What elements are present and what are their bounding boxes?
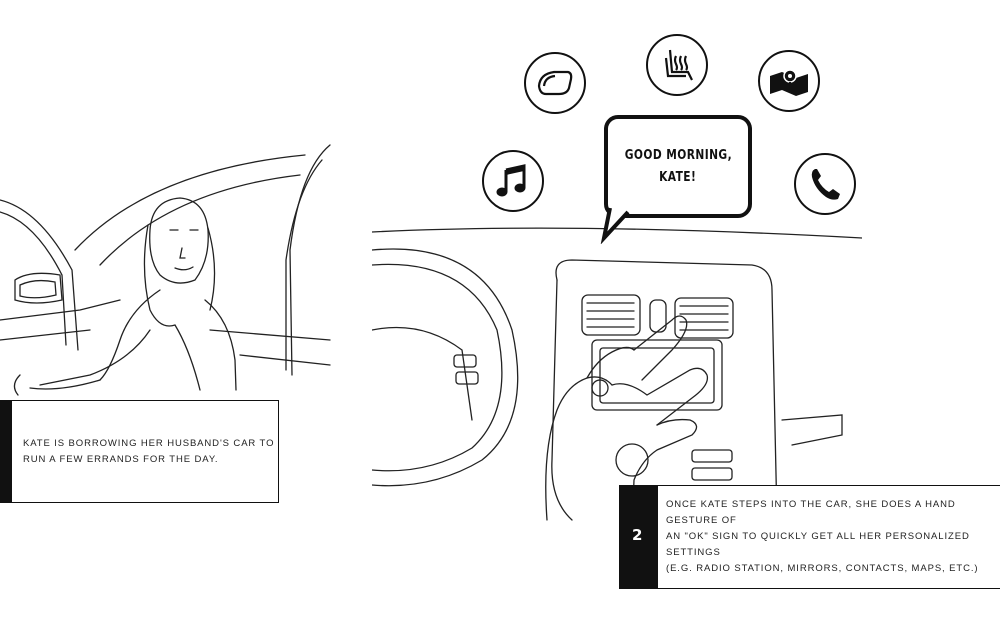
speech-bubble: GOOD MORNING, KATE! [604, 115, 752, 218]
panel2-caption-box: 2 ONCE KATE STEPS INTO THE CAR, SHE DOES… [619, 485, 1000, 589]
music-icon [482, 150, 544, 212]
bubble-name: KATE! [659, 169, 697, 185]
phone-icon [794, 153, 856, 215]
panel1-caption-bar [1, 401, 12, 502]
panel2-sketch [372, 220, 862, 530]
panel2-caption-line: ONCE KATE STEPS INTO THE CAR, SHE DOES A… [666, 499, 956, 526]
panel1-caption-line: RUN A FEW ERRANDS FOR THE DAY. [23, 453, 219, 465]
panel2-caption-bar [620, 486, 658, 588]
panel1-caption-line: KATE IS BORROWING HER HUSBAND'S CAR TO [23, 437, 275, 449]
step-number: 2 [632, 526, 643, 544]
panel2-caption-line: AN "OK" SIGN TO QUICKLY GET ALL HER PERS… [666, 531, 970, 558]
map-icon [758, 50, 820, 112]
panel2-caption-line: (E.G. RADIO STATION, MIRRORS, CONTACTS, … [666, 563, 979, 574]
heated-seat-icon [646, 34, 708, 96]
panel1-sketch [0, 130, 340, 410]
mirror-icon [524, 52, 586, 114]
panel1-caption-box: KATE IS BORROWING HER HUSBAND'S CAR TO R… [0, 400, 279, 503]
speech-bubble-tail [598, 198, 638, 249]
bubble-greeting: GOOD MORNING, [624, 147, 732, 163]
